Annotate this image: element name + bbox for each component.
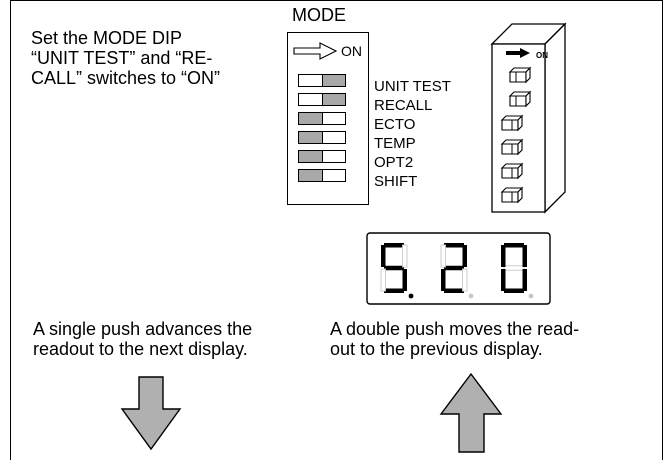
- dip-switch-unit-test: [298, 74, 346, 87]
- dip-switch-block: [490, 22, 567, 214]
- dip-switch-panel: [287, 32, 369, 205]
- seven-segment-display: [366, 232, 551, 305]
- display-digit: [440, 243, 474, 299]
- right-arrow-icon: [506, 48, 530, 58]
- on-label-small: ON: [536, 51, 548, 60]
- dip-switch-ecto: [298, 112, 346, 125]
- on-arrow-icon: [293, 42, 338, 60]
- display-digit: [501, 243, 534, 299]
- dip-switch-recall: [298, 93, 346, 106]
- toggle-switch: [500, 162, 524, 180]
- instruction-text: Set the MODE DIP “UNIT TEST” and “RE- CA…: [31, 28, 221, 88]
- up-arrow-icon: [439, 372, 503, 453]
- dip-switch-opt2: [298, 150, 346, 163]
- toggle-switch: [500, 186, 524, 204]
- toggle-switch: [508, 90, 532, 108]
- double-push-text: A double push moves the read- out to the…: [330, 319, 580, 359]
- switch-label: RECALL: [374, 97, 433, 114]
- switch-label: SHIFT: [374, 173, 418, 190]
- display-digit: [380, 243, 414, 299]
- dip-switch-temp: [298, 131, 346, 144]
- toggle-switch: [500, 138, 524, 156]
- on-label: ON: [341, 43, 362, 59]
- toggle-switch: [508, 66, 532, 84]
- switch-label: OPT2: [374, 154, 414, 171]
- switch-label: UNIT TEST: [374, 78, 451, 95]
- dip-switch-shift: [298, 169, 346, 182]
- down-arrow-icon: [120, 376, 182, 451]
- switch-label: TEMP: [374, 135, 416, 152]
- toggle-switch: [500, 114, 524, 132]
- mode-title: MODE: [292, 5, 346, 25]
- single-push-text: A single push advances the readout to th…: [33, 319, 253, 359]
- switch-label: ECTO: [374, 116, 416, 133]
- diagram-frame: [10, 0, 663, 460]
